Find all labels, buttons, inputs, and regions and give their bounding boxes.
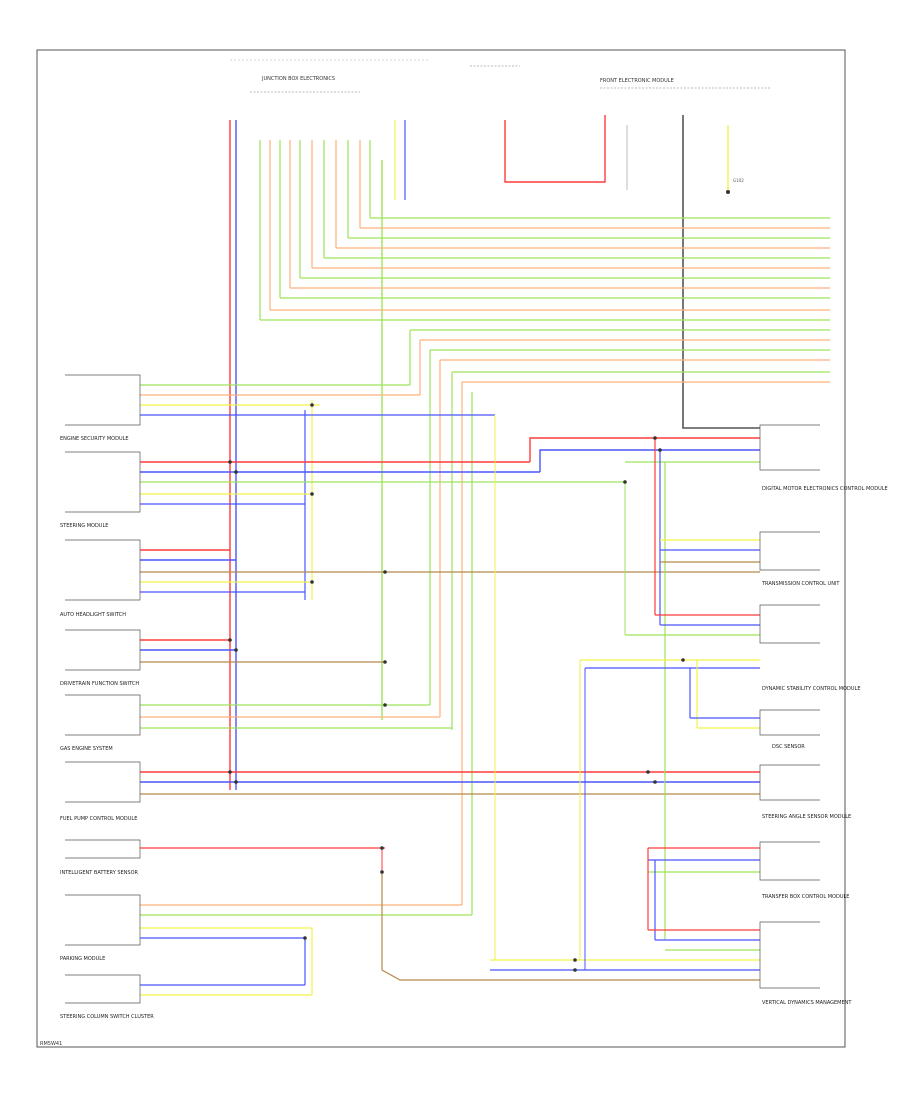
module-title-dsc: DYNAMIC STABILITY CONTROL MODULE [762,686,861,692]
module-title-steering-angle: STEERING ANGLE SENSOR MODULE [762,814,851,820]
left-module-wires [140,384,760,996]
module-title-dme: DIGITAL MOTOR ELECTRONICS CONTROL MODULE [762,486,888,492]
module-title-parking: PARKING MODULE [60,956,105,962]
left-module-boxes [65,374,141,1004]
right-module-wires [381,415,760,981]
harness-bundle [259,120,830,915]
top-center-module-label: JUNCTION BOX ELECTRONICS [261,76,335,82]
module-title-steering: STEERING MODULE [60,523,108,529]
module-title-tcu: TRANSMISSION CONTROL UNIT [761,581,840,587]
module-title-dsc-sensor: DSC SENSOR [772,744,805,750]
module-title-battery-sensor: INTELLIGENT BATTERY SENSOR [60,870,139,876]
module-title-fuel-pump: FUEL PUMP CONTROL MODULE [60,816,137,822]
right-module-boxes [759,424,820,989]
module-title-gas-engine: GAS ENGINE SYSTEM [60,746,113,752]
wire-gray-bus [682,115,760,429]
footer-code: RM5W41 [40,1041,62,1047]
module-title-engine-security: ENGINE SECURITY MODULE [60,436,129,442]
module-title-transfer-box: TRANSFER BOX CONTROL MODULE [761,894,849,900]
splice-dots [228,403,685,972]
top-left-module-label: FRONT ELECTRONIC MODULE [600,78,674,84]
module-title-auto-headlight: AUTO HEADLIGHT SWITCH [60,612,126,618]
ground-label: G102 [733,178,744,183]
wire-red-top-loop [504,115,606,183]
module-title-steering-column: STEERING COLUMN SWITCH CLUSTER [60,1014,154,1020]
ground-symbol-icon [726,190,730,194]
module-title-vdm: VERTICAL DYNAMICS MANAGEMENT [762,1000,852,1006]
diagram-frame [36,49,846,1048]
module-title-drivetrain-switch: DRIVETRAIN FUNCTION SWITCH [60,681,139,687]
